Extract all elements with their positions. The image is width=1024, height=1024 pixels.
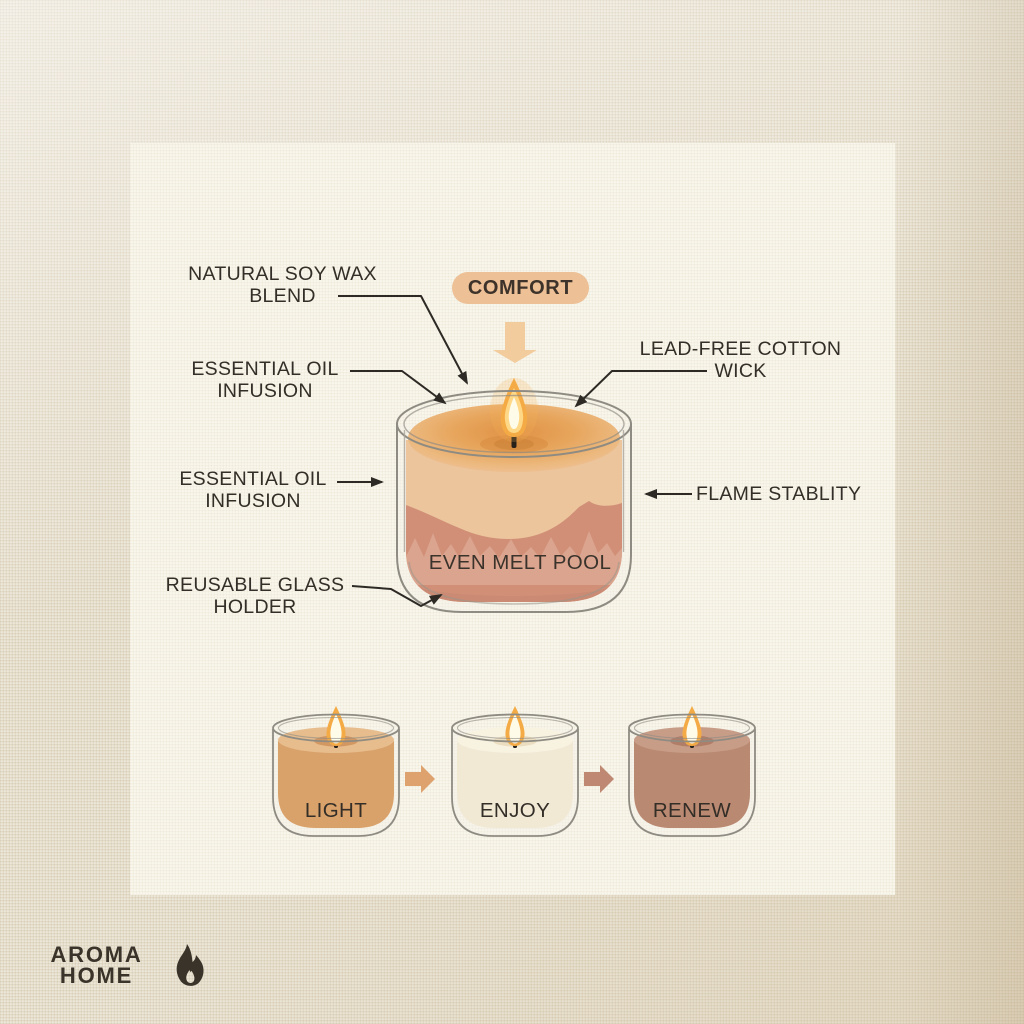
flame-inner: [508, 397, 520, 429]
callout-text-line: INFUSION: [217, 379, 313, 402]
flame-icon: [176, 944, 204, 986]
line-lead-free: [574, 370, 707, 408]
wax-body: [457, 741, 573, 828]
callout-natural-soy-wax: NATURAL SOY WAX BLEND: [175, 263, 390, 307]
callout-text-line: ESSENTIAL OIL: [179, 468, 327, 490]
callout-reusable-glass: REUSABLE GLASS HOLDER: [150, 574, 360, 618]
glass-rim-inner: [277, 716, 395, 740]
callout-text-line: NATURAL SOY WAX: [188, 263, 377, 285]
callout-text-line: INFUSION: [205, 489, 301, 512]
wax-body: [278, 741, 394, 828]
callout-text-line: HOLDER: [213, 595, 297, 618]
callout-lead-free-wick: LEAD-FREE COTTON WICK: [638, 338, 843, 382]
brand-logo: AROMA HOME: [48, 942, 145, 988]
callout-text-line: REUSABLE GLASS: [165, 574, 345, 596]
main-candle: [396, 378, 632, 613]
flame-inner: [686, 714, 698, 744]
flame-inner: [509, 714, 521, 744]
melt-crests: [406, 531, 622, 585]
wax-body: [634, 741, 750, 828]
comfort-badge: COMFORT: [452, 272, 589, 304]
melt-pool-layers: [406, 501, 622, 602]
callout-text-line: BLEND: [249, 284, 316, 307]
step-arrow-1: [405, 765, 435, 793]
callout-flame-stability: FLAME STABLITY: [696, 483, 896, 506]
glass-bottom-arc: [408, 561, 620, 605]
step-candle-enjoy: [451, 706, 579, 837]
glass-rim-inner: [633, 716, 751, 740]
callout-essential-oil-top: ESSENTIAL OIL INFUSION: [160, 358, 370, 402]
line-essential-top: [350, 370, 447, 405]
callout-text-line: LEAD-FREE COTTON: [639, 338, 842, 360]
even-melt-pool-label: EVEN MELT POOL: [428, 551, 612, 574]
callout-lines: [337, 295, 707, 607]
brand-name-line: AROMA: [50, 942, 143, 967]
glass-rim-outer: [628, 713, 756, 743]
callout-text-line: ESSENTIAL OIL: [191, 358, 339, 380]
step-label-enjoy: ENJOY: [479, 799, 551, 822]
callout-text-line: WICK: [714, 359, 767, 382]
line-natural-soy: [338, 295, 468, 385]
glass-rim-inner: [456, 716, 574, 740]
glass-rim-outer: [451, 713, 579, 743]
glass-rim-outer: [272, 713, 400, 743]
step-arrow-2: [584, 765, 614, 793]
glass-rim-inner: [403, 394, 625, 454]
melt-base: [406, 584, 622, 602]
step-candle-light: [272, 706, 400, 837]
step-label-light: LIGHT: [304, 799, 368, 822]
callout-essential-oil-left: ESSENTIAL OIL INFUSION: [148, 468, 358, 512]
step-candle-renew: [628, 706, 756, 837]
glass-rim-outer: [396, 390, 632, 458]
brand-name-line: HOME: [59, 963, 134, 988]
line-reusable-glass: [351, 585, 443, 607]
comfort-down-arrow: [493, 322, 537, 363]
flame-inner: [330, 714, 342, 744]
callout-text-line: FLAME STABLITY: [696, 483, 862, 505]
step-label-renew: RENEW: [652, 799, 732, 822]
